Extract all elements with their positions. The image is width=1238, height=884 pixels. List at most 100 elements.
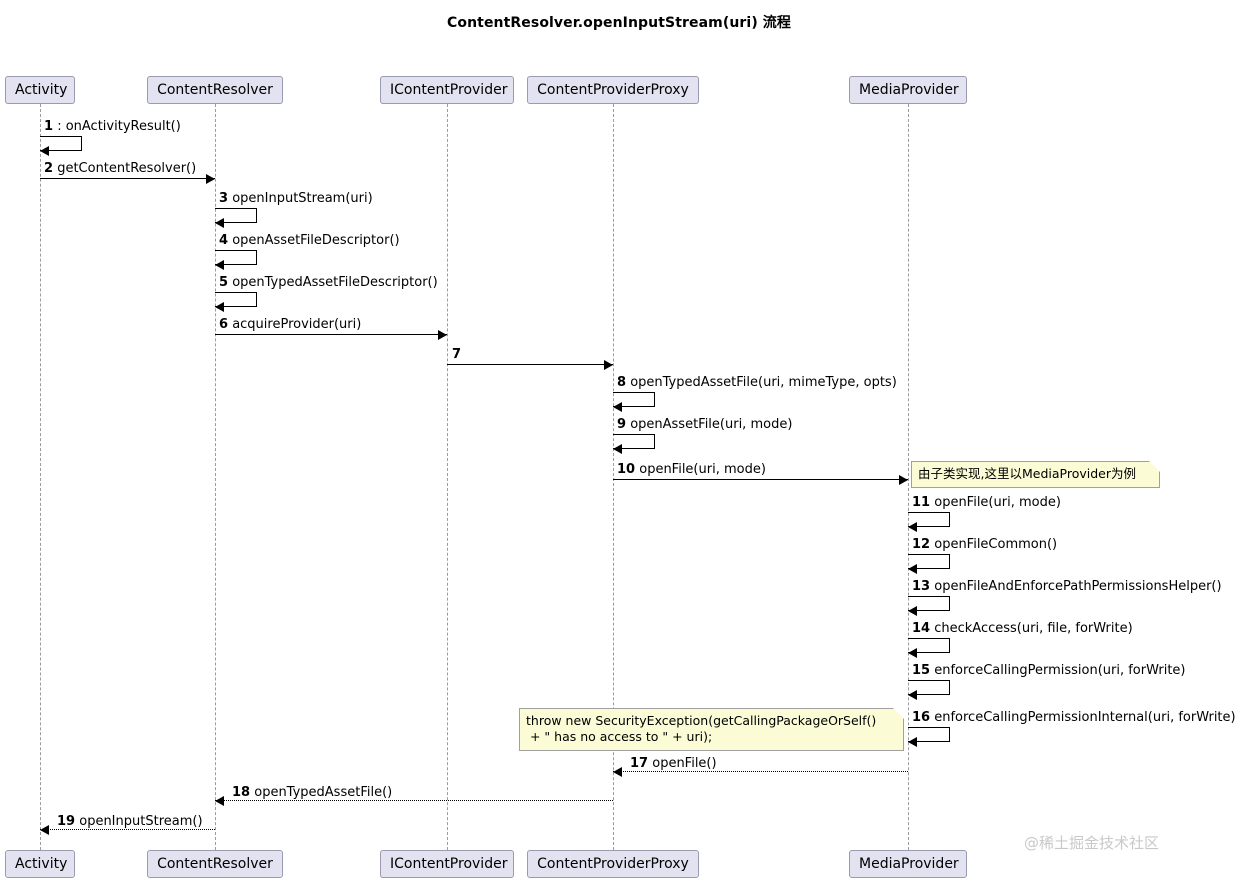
message-arrow-10 — [613, 479, 908, 480]
message-text: openTypedAssetFileDescriptor() — [232, 275, 438, 290]
arrow-head-5 — [215, 302, 224, 312]
self-call-arrow-16 — [908, 727, 950, 742]
self-call-arrow-8 — [613, 392, 655, 407]
self-call-arrow-15 — [908, 680, 950, 695]
message-text: enforceCallingPermission(uri, forWrite) — [934, 663, 1186, 678]
arrow-head-3 — [215, 218, 224, 228]
arrow-head-19 — [40, 825, 49, 835]
participant-label: ContentProviderProxy — [537, 82, 689, 98]
arrow-head-16 — [908, 737, 917, 747]
message-label-13: 13 openFileAndEnforcePathPermissionsHelp… — [912, 579, 1222, 594]
message-label-15: 15 enforceCallingPermission(uri, forWrit… — [912, 663, 1186, 678]
arrow-head-9 — [613, 444, 622, 454]
participant-footer-icontentprovider[interactable]: IContentProvider — [380, 850, 514, 878]
self-call-arrow-12 — [908, 554, 950, 569]
arrow-head-18 — [215, 796, 224, 806]
note-fold-corner — [893, 708, 904, 719]
arrow-head-4 — [215, 260, 224, 270]
message-number: 5 — [219, 275, 229, 290]
participant-label: ContentResolver — [157, 82, 273, 98]
message-number: 9 — [617, 417, 627, 432]
self-call-arrow-13 — [908, 596, 950, 611]
message-label-11: 11 openFile(uri, mode) — [912, 495, 1061, 510]
message-label-5: 5 openTypedAssetFileDescriptor() — [219, 275, 438, 290]
message-text: openFile(uri, mode) — [934, 495, 1061, 510]
message-arrow-18 — [215, 800, 613, 801]
message-number: 14 — [912, 621, 931, 636]
message-text: openAssetFileDescriptor() — [232, 233, 400, 248]
message-label-14: 14 checkAccess(uri, file, forWrite) — [912, 621, 1133, 636]
message-label-9: 9 openAssetFile(uri, mode) — [617, 417, 792, 432]
message-text: openTypedAssetFile(uri, mimeType, opts) — [630, 375, 897, 390]
message-label-4: 4 openAssetFileDescriptor() — [219, 233, 400, 248]
lifeline-mediaprovider — [908, 104, 909, 850]
participant-label: ContentProviderProxy — [537, 856, 689, 872]
participant-header-icontentprovider[interactable]: IContentProvider — [380, 76, 514, 104]
participant-label: IContentProvider — [390, 82, 508, 98]
note-media-provider: 由子类实现,这里以MediaProvider为例 — [911, 461, 1160, 488]
arrow-head-8 — [613, 402, 622, 412]
message-label-1: 1 : onActivityResult() — [44, 119, 181, 134]
message-text: acquireProvider(uri) — [232, 317, 362, 332]
participant-header-activity[interactable]: Activity — [5, 76, 75, 104]
message-number: 13 — [912, 579, 931, 594]
message-text: openFileAndEnforcePathPermissionsHelper(… — [934, 579, 1222, 594]
participant-label: ContentResolver — [157, 856, 273, 872]
participant-footer-contentproviderproxy[interactable]: ContentProviderProxy — [527, 850, 699, 878]
message-label-6: 6 acquireProvider(uri) — [219, 317, 361, 332]
message-text: enforceCallingPermissionInternal(uri, fo… — [934, 710, 1236, 725]
message-text: checkAccess(uri, file, forWrite) — [934, 621, 1133, 636]
participant-header-contentproviderproxy[interactable]: ContentProviderProxy — [527, 76, 699, 104]
message-number: 1 — [44, 119, 54, 134]
message-label-2: 2 getContentResolver() — [44, 161, 196, 176]
arrow-head-11 — [908, 522, 917, 532]
note-text: throw new SecurityException(getCallingPa… — [526, 713, 877, 744]
message-text: openFile() — [652, 756, 717, 771]
message-arrow-19 — [40, 829, 215, 830]
message-label-8: 8 openTypedAssetFile(uri, mimeType, opts… — [617, 375, 897, 390]
message-label-19: 19 openInputStream() — [57, 814, 203, 829]
message-number: 3 — [219, 191, 229, 206]
message-text: openTypedAssetFile() — [254, 785, 393, 800]
participant-footer-mediaprovider[interactable]: MediaProvider — [849, 850, 967, 878]
arrow-head-6 — [438, 330, 447, 340]
message-label-12: 12 openFileCommon() — [912, 537, 1057, 552]
note-security-exception: throw new SecurityException(getCallingPa… — [519, 708, 904, 751]
participant-footer-activity[interactable]: Activity — [5, 850, 75, 878]
participant-header-contentresolver[interactable]: ContentResolver — [147, 76, 283, 104]
participant-label: Activity — [15, 856, 68, 872]
arrow-head-12 — [908, 564, 917, 574]
participant-label: MediaProvider — [859, 856, 959, 872]
message-label-7: 7 — [452, 347, 461, 362]
message-label-16: 16 enforceCallingPermissionInternal(uri,… — [912, 710, 1236, 725]
self-call-arrow-9 — [613, 434, 655, 449]
participant-footer-contentresolver[interactable]: ContentResolver — [147, 850, 283, 878]
arrow-head-1 — [40, 146, 49, 156]
message-number: 19 — [57, 814, 76, 829]
participant-header-mediaprovider[interactable]: MediaProvider — [849, 76, 967, 104]
message-number: 18 — [232, 785, 251, 800]
message-number: 10 — [617, 462, 636, 477]
message-number: 16 — [912, 710, 931, 725]
self-call-arrow-1 — [40, 136, 82, 151]
message-text: openInputStream(uri) — [232, 191, 373, 206]
note-text: 由子类实现,这里以MediaProvider为例 — [918, 466, 1136, 481]
message-number: 8 — [617, 375, 627, 390]
message-label-18: 18 openTypedAssetFile() — [232, 785, 392, 800]
message-number: 7 — [452, 347, 462, 362]
participant-label: IContentProvider — [390, 856, 508, 872]
arrow-head-14 — [908, 648, 917, 658]
self-call-arrow-4 — [215, 250, 257, 265]
watermark: @稀土掘金技术社区 — [1024, 834, 1160, 852]
participant-label: Activity — [15, 82, 68, 98]
message-text: openFile(uri, mode) — [639, 462, 766, 477]
message-label-3: 3 openInputStream(uri) — [219, 191, 373, 206]
self-call-arrow-14 — [908, 638, 950, 653]
arrow-head-15 — [908, 690, 917, 700]
message-number: 11 — [912, 495, 931, 510]
arrow-head-17 — [613, 767, 622, 777]
message-text: openFileCommon() — [934, 537, 1058, 552]
message-number: 4 — [219, 233, 229, 248]
message-label-17: 17 openFile() — [630, 756, 717, 771]
